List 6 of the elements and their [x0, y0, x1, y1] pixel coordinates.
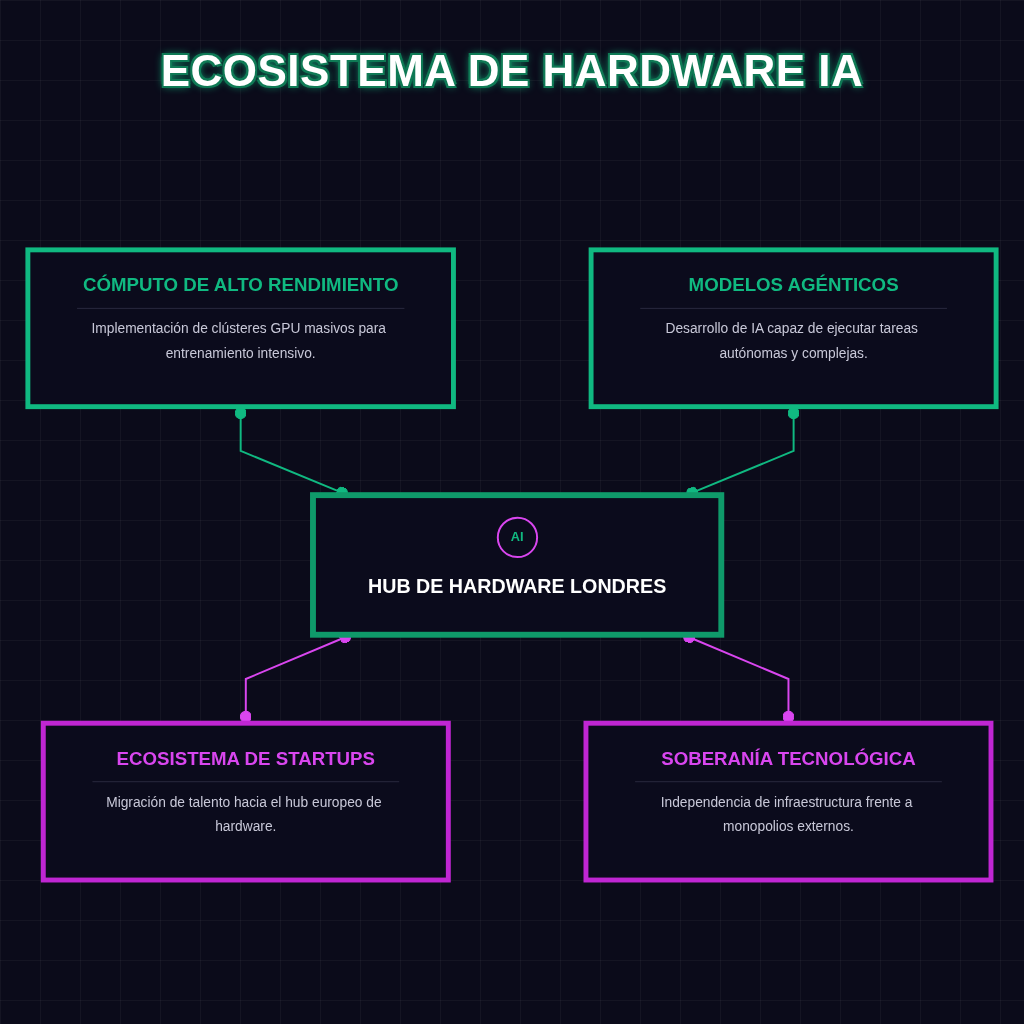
- diagram-title: ECOSISTEMA DE HARDWARE IA: [160, 46, 864, 96]
- node-box: SOBERANÍA TECNOLÓGICA Independencia de infraestructura frente a monopolios externos.: [583, 720, 994, 883]
- node-box: ECOSISTEMA DE STARTUPS Migración de talento hacia el hub europeo de hardware.: [40, 720, 451, 883]
- node-box: MODELOS AGÉNTICOS Desarrollo de IA capaz de ejecutar tareas autónomas y complejas.: [588, 247, 999, 410]
- node-box: CÓMPUTO DE ALTO RENDIMIENTO Implementación de clústeres GPU masivos para entrenamiento intensivo.: [25, 247, 456, 410]
- node-box: AI HUB DE HARDWARE LONDRES: [310, 492, 725, 638]
